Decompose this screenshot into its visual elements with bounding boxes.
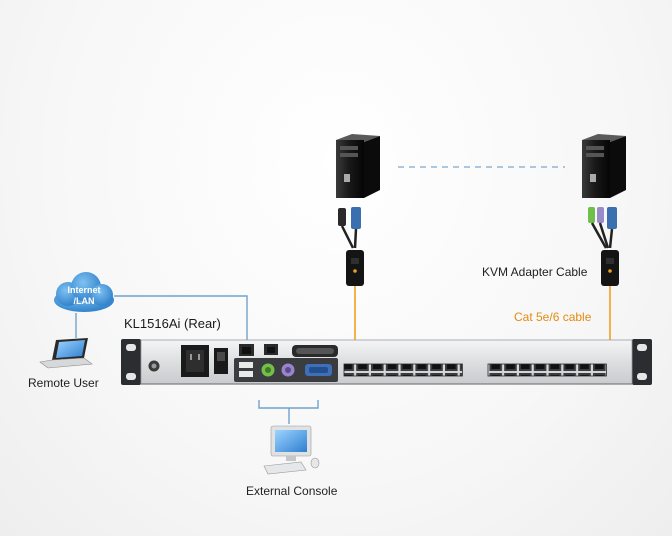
kvm-adapter-icon — [346, 250, 364, 286]
ps2-vga-connectors — [588, 207, 617, 249]
external-console-label: External Console — [246, 484, 338, 498]
tower-computer-icon — [336, 134, 380, 198]
kvm-adapter-cable-label: KVM Adapter Cable — [482, 265, 588, 279]
cloud-icon — [54, 272, 114, 312]
console-bracket — [258, 400, 319, 409]
remote-user-label: Remote User — [28, 376, 99, 390]
tower-computer-icon — [582, 134, 626, 198]
desktop-computer-icon — [263, 425, 320, 475]
kvm-switch-rear-panel — [121, 339, 652, 385]
cat5-cable-label: Cat 5e/6 cable — [514, 310, 592, 324]
cloud-label-internet: Internet — [67, 285, 100, 295]
ps2-vga-connectors — [338, 207, 361, 249]
switch-model-label: KL1516Ai (Rear) — [124, 316, 221, 331]
cloud-label-lan: /LAN — [74, 296, 95, 306]
kvm-adapter-icon — [601, 250, 619, 286]
laptop-icon — [39, 338, 93, 369]
network-cable — [114, 295, 248, 348]
